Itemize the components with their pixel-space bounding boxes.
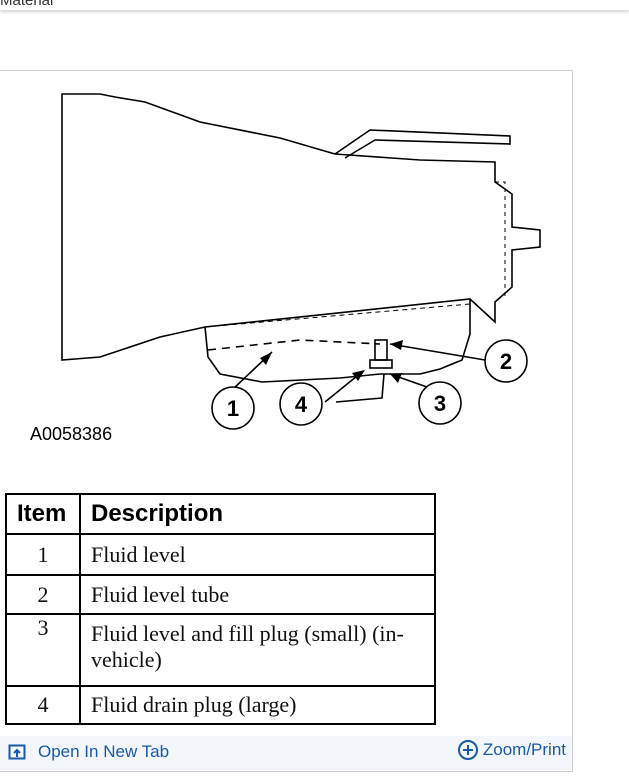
- item-description: Fluid level tube: [79, 574, 436, 615]
- callout-3: 3: [418, 381, 462, 425]
- callout-1-label: 1: [227, 396, 239, 421]
- callout-3-label: 3: [434, 391, 446, 416]
- figure-footer: Open In New Tab Zoom/Print: [0, 736, 572, 770]
- table-row: 3 Fluid level and fill plug (small) (in-…: [5, 613, 436, 687]
- header-item: Item: [5, 493, 81, 535]
- callout-2-label: 2: [500, 349, 512, 374]
- item-description: Fluid drain plug (large): [79, 685, 436, 725]
- zoom-print-link[interactable]: Zoom/Print: [457, 739, 566, 761]
- top-bar: Material: [0, 0, 629, 10]
- zoom-print-label: Zoom/Print: [482, 740, 566, 759]
- table-header-row: Item Description: [5, 493, 436, 535]
- table-row: 1 Fluid level: [5, 533, 436, 576]
- callout-4: 4: [279, 382, 323, 426]
- item-description: Fluid level: [79, 533, 436, 576]
- section-heading: Material: [0, 0, 54, 9]
- callout-1: 1: [211, 386, 255, 430]
- callout-2: 2: [484, 339, 528, 383]
- table-row: 4 Fluid drain plug (large): [5, 685, 436, 725]
- open-in-new-tab-label: Open In New Tab: [38, 742, 170, 761]
- header-description: Description: [79, 493, 436, 535]
- item-number: 2: [5, 574, 81, 615]
- open-in-new-tab-link[interactable]: Open In New Tab: [8, 742, 169, 762]
- open-in-new-tab-icon: [8, 744, 26, 760]
- figure-id: A0058386: [30, 424, 113, 444]
- item-number: 4: [5, 685, 81, 725]
- item-description: Fluid level and fill plug (small) (in-ve…: [79, 613, 436, 687]
- zoom-plus-icon: [457, 740, 478, 760]
- items-table: Item Description 1 Fluid level 2 Fluid l…: [5, 493, 436, 725]
- item-number: 3: [5, 613, 81, 687]
- callout-4-label: 4: [295, 392, 308, 417]
- transmission-diagram: 1 2 3 4: [61, 93, 541, 430]
- table-row: 2 Fluid level tube: [5, 574, 436, 615]
- item-number: 1: [5, 533, 81, 576]
